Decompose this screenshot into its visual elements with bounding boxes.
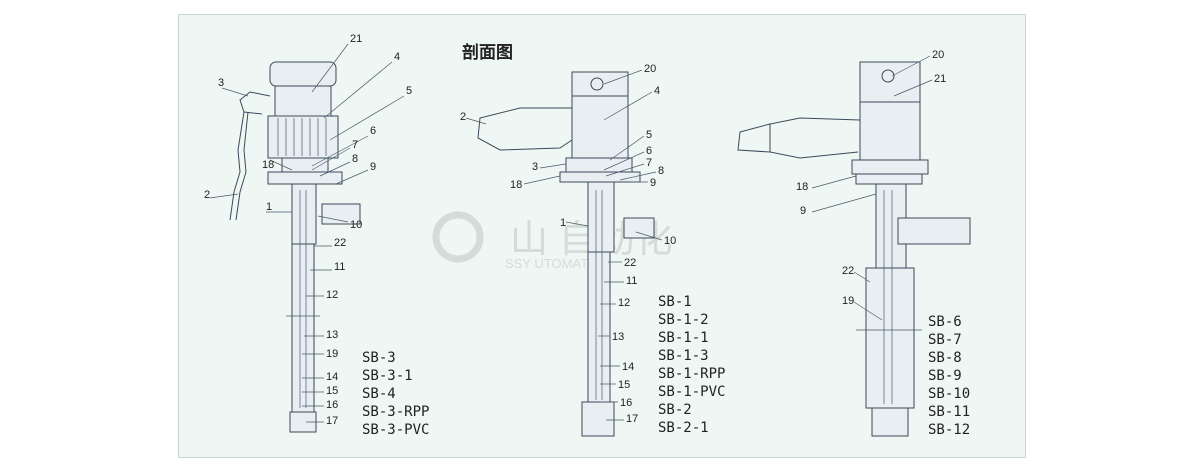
model-label: SB-12 (928, 422, 970, 438)
callout-label: 8 (658, 165, 664, 177)
callout-label: 18 (262, 159, 274, 171)
model-label: SB-3-RPP (362, 404, 429, 420)
callout-label: 22 (334, 237, 346, 249)
callout-leaders (209, 43, 933, 423)
callout-numbers: 21 4 5 3 6 7 18 8 9 2 1 10 22 11 12 13 1… (204, 33, 946, 427)
watermark-en: SSY UTOMATION (505, 256, 611, 271)
model-label: SB-1-2 (658, 312, 709, 328)
model-label: SB-3-PVC (362, 422, 429, 438)
pump-b-drawing (477, 71, 655, 437)
model-label: SB-10 (928, 386, 970, 402)
model-label: SB-4 (362, 386, 396, 402)
callout-label: 1 (560, 217, 566, 229)
callout-label: 21 (350, 33, 362, 45)
model-label: SB-1-RPP (658, 366, 725, 382)
callout-label: 19 (842, 295, 854, 307)
model-list-c: SB-6 SB-7 SB-8 SB-9 SB-10 SB-11 SB-12 (928, 314, 970, 438)
callout-label: 2 (460, 111, 466, 123)
model-label: SB-1 (658, 294, 692, 310)
callout-label: 12 (618, 297, 630, 309)
callout-label: 19 (326, 348, 338, 360)
model-label: SB-9 (928, 368, 962, 384)
callout-label: 13 (612, 331, 624, 343)
callout-label: 4 (654, 85, 660, 97)
callout-label: 17 (626, 413, 638, 425)
model-label: SB-1-3 (658, 348, 709, 364)
model-label: SB-7 (928, 332, 962, 348)
model-label: SB-6 (928, 314, 962, 330)
callout-label: 6 (370, 125, 376, 137)
callout-label: 12 (326, 289, 338, 301)
callout-label: 20 (932, 49, 944, 61)
callout-label: 16 (326, 399, 338, 411)
callout-label: 3 (218, 77, 224, 89)
callout-label: 3 (532, 161, 538, 173)
callout-label: 11 (334, 261, 345, 273)
diagram-title: 剖面图 (462, 43, 513, 63)
callout-label: 2 (204, 189, 210, 201)
callout-label: 14 (622, 361, 634, 373)
callout-label: 1 (266, 201, 272, 213)
model-label: SB-8 (928, 350, 962, 366)
callout-label: 6 (646, 145, 652, 157)
callout-label: 11 (626, 275, 637, 287)
callout-label: 10 (664, 235, 676, 247)
callout-label: 21 (934, 73, 946, 85)
callout-label: 5 (646, 129, 652, 141)
callout-label: 14 (326, 371, 338, 383)
model-label: SB-11 (928, 404, 970, 420)
callout-label: 7 (646, 157, 652, 169)
callout-label: 18 (796, 181, 808, 193)
model-label: SB-2-1 (658, 420, 709, 436)
callout-label: 17 (326, 415, 338, 427)
model-label: SB-3 (362, 350, 396, 366)
callout-label: 16 (620, 397, 632, 409)
model-label: SB-1-PVC (658, 384, 725, 400)
callout-label: 4 (394, 51, 400, 63)
callout-label: 9 (370, 161, 376, 173)
callout-label: 20 (644, 63, 656, 75)
callout-label: 7 (352, 139, 358, 151)
pump-c-drawing (737, 61, 971, 437)
model-label: SB-3-1 (362, 368, 413, 384)
model-list-b: SB-1 SB-1-2 SB-1-1 SB-1-3 SB-1-RPP SB-1-… (658, 294, 725, 436)
callout-label: 22 (624, 257, 636, 269)
callout-label: 13 (326, 329, 338, 341)
callout-label: 9 (650, 177, 656, 189)
model-label: SB-2 (658, 402, 692, 418)
model-list-a: SB-3 SB-3-1 SB-4 SB-3-RPP SB-3-PVC (362, 350, 429, 438)
callout-label: 9 (800, 205, 806, 217)
callout-label: 5 (406, 85, 412, 97)
callout-label: 8 (352, 153, 358, 165)
callout-label: 18 (510, 179, 522, 191)
callout-label: 10 (350, 219, 362, 231)
callout-label: 15 (326, 385, 338, 397)
callout-label: 15 (618, 379, 630, 391)
model-label: SB-1-1 (658, 330, 709, 346)
callout-label: 22 (842, 265, 854, 277)
